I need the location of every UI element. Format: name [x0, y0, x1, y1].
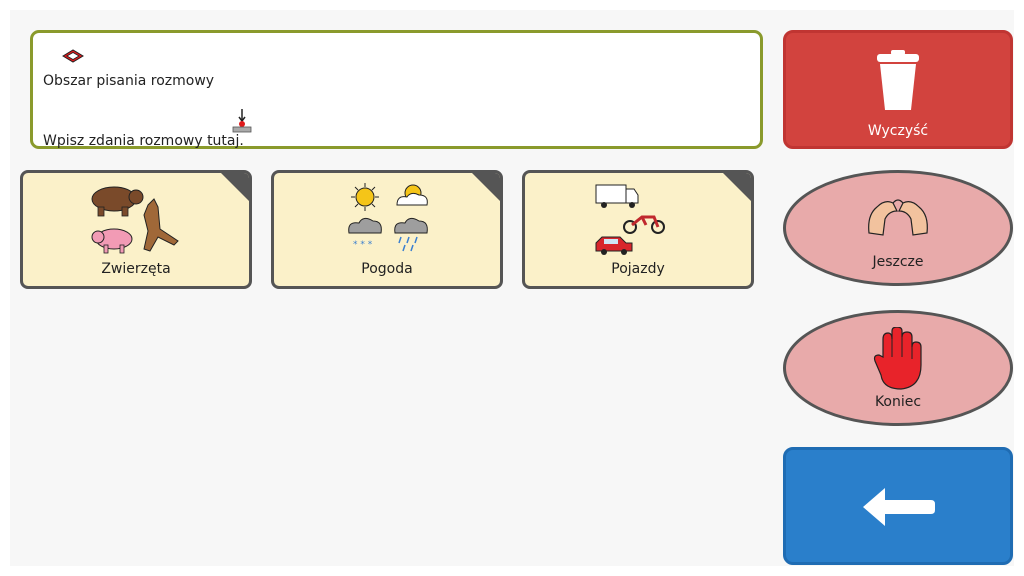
app-window: Obszar pisania rozmowy Wpisz zdania rozm…	[10, 10, 1014, 566]
end-button-label: Koniec	[874, 394, 922, 410]
more-button[interactable]: Jeszcze	[783, 170, 1013, 286]
category-tile-vehicles[interactable]: Pojazdy	[522, 170, 754, 289]
arrow-left-icon	[863, 488, 935, 526]
vehicles-icon	[595, 184, 665, 255]
back-button[interactable]	[783, 447, 1013, 565]
category-tile-animals[interactable]: Zwierzęta	[20, 170, 252, 289]
animals-icon	[91, 186, 179, 254]
tile-label: Pogoda	[361, 261, 413, 277]
more-button-label: Jeszcze	[872, 254, 924, 270]
category-tile-weather[interactable]: * * * Pogoda	[271, 170, 503, 289]
folder-corner	[471, 173, 500, 202]
folder-corner	[220, 173, 249, 202]
end-button[interactable]: Koniec	[783, 310, 1013, 426]
message-placeholder: Wpisz zdania rozmowy tutaj.	[43, 133, 244, 149]
tile-label: Zwierzęta	[101, 261, 171, 277]
tile-label: Pojazdy	[611, 261, 665, 277]
message-window[interactable]: Obszar pisania rozmowy Wpisz zdania rozm…	[30, 30, 763, 149]
clear-button[interactable]: Wyczyść	[783, 30, 1013, 149]
stop-hand-icon	[873, 327, 922, 390]
trash-icon	[877, 50, 919, 110]
more-sign-icon	[868, 199, 928, 236]
folder-corner	[722, 173, 751, 202]
text-cursor-icon	[232, 109, 252, 133]
pencil-area-icon	[62, 49, 84, 63]
clear-button-label: Wyczyść	[867, 123, 929, 139]
svg-text:* * *: * * *	[353, 240, 373, 250]
message-window-title: Obszar pisania rozmowy	[43, 73, 215, 89]
weather-icon: * * *	[348, 183, 428, 252]
